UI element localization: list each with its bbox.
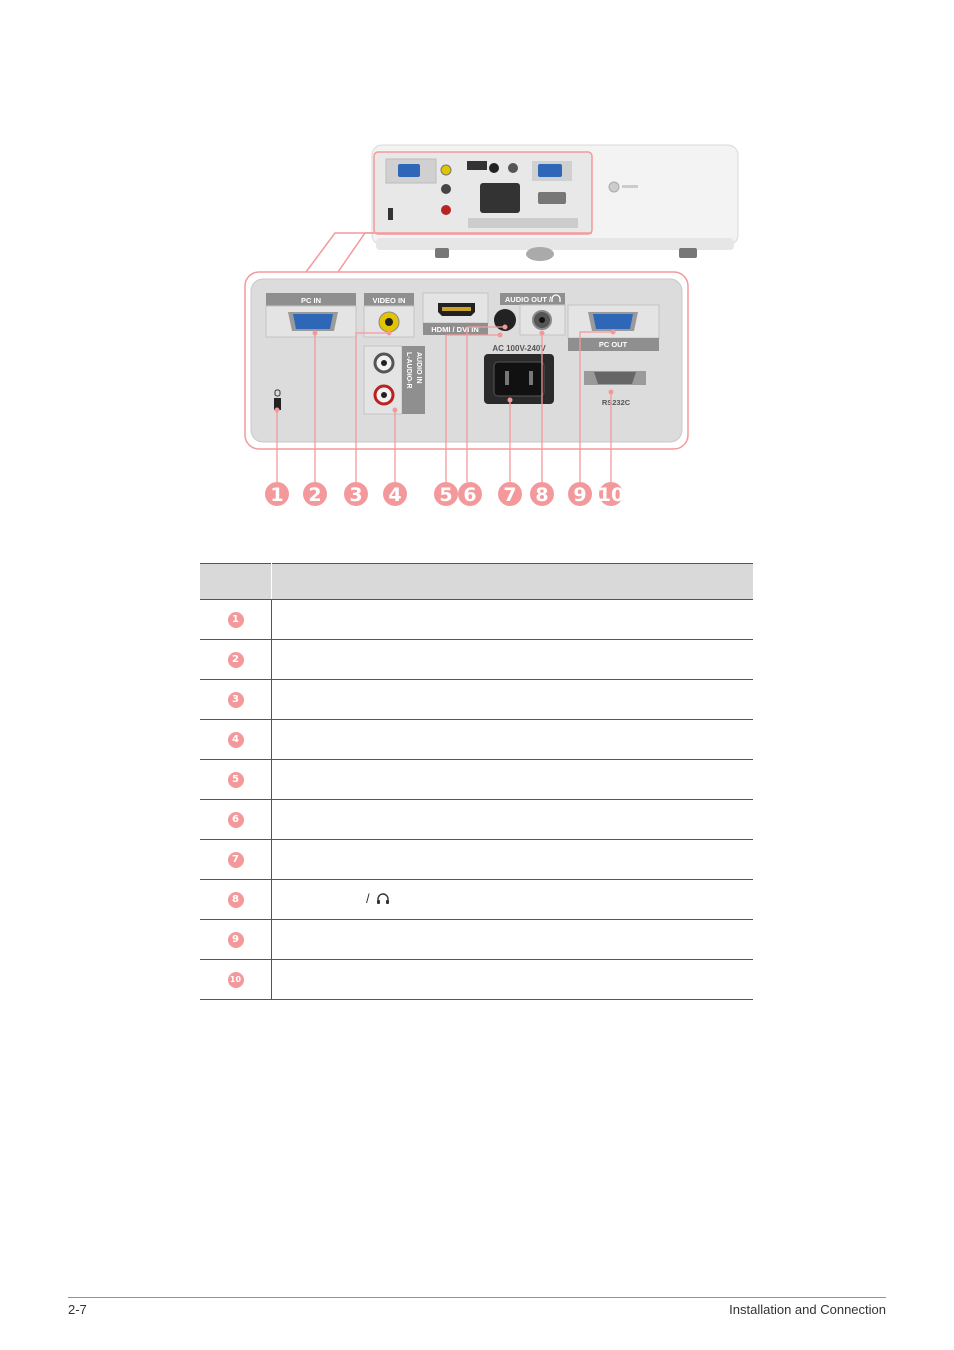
- svg-text:5: 5: [439, 484, 452, 506]
- number-badge: 6: [227, 811, 244, 828]
- table-row: 3: [200, 679, 753, 720]
- projector-panel-small: [373, 151, 593, 235]
- row-description: [271, 639, 753, 680]
- table-row: 2: [200, 639, 753, 680]
- svg-text:8: 8: [535, 484, 548, 506]
- pc-in-label: PC IN: [301, 296, 321, 305]
- callout-5: 5: [434, 482, 458, 506]
- ports-table: 1 2 3 4 5 6 7 8 /: [200, 563, 753, 1000]
- headphone-icon: [376, 892, 390, 908]
- table-row: 10: [200, 959, 753, 1000]
- number-badge: 1: [227, 611, 244, 628]
- table-row: 7: [200, 839, 753, 880]
- video-in-label: VIDEO IN: [373, 296, 406, 305]
- audio-lr-label: L-AUDIO-R: [405, 352, 412, 389]
- number-badge: 4: [227, 731, 244, 748]
- row-description: [271, 679, 753, 720]
- callout-1: 1: [265, 482, 289, 506]
- svg-text:7: 7: [503, 484, 516, 506]
- number-badge: 7: [227, 851, 244, 868]
- svg-text:1: 1: [270, 484, 283, 506]
- row-description: [271, 919, 753, 960]
- section-title: Installation and Connection: [729, 1302, 886, 1317]
- table-row: 1: [200, 599, 753, 640]
- callout-6: 6: [458, 482, 482, 506]
- svg-text:9: 9: [573, 484, 586, 506]
- pc-out-label: PC OUT: [599, 340, 628, 349]
- callout-9: 9: [568, 482, 592, 506]
- svg-text:6: 6: [463, 484, 476, 506]
- number-badge: 9: [227, 931, 244, 948]
- rs232c-label: RS232C: [602, 398, 631, 407]
- row-description: [271, 799, 753, 840]
- table-header-number: [200, 563, 272, 600]
- table-header-row: [200, 563, 753, 600]
- row-description: [271, 959, 753, 1000]
- svg-text:2: 2: [308, 484, 321, 506]
- row-description: [271, 839, 753, 880]
- number-badge: 3: [227, 691, 244, 708]
- page-number: 2-7: [68, 1302, 87, 1317]
- svg-text:4: 4: [388, 484, 401, 506]
- projector-rear-panel-figure: PC IN VIDEO IN AUDIO IN L-AUDIO-R HDMI /…: [244, 144, 739, 506]
- svg-text:10: 10: [598, 484, 624, 506]
- table-row: 9: [200, 919, 753, 960]
- callout-4: 4: [383, 482, 407, 506]
- number-badge: 8: [227, 891, 244, 908]
- row-description: [271, 599, 753, 640]
- table-header-description: [271, 563, 753, 600]
- callout-2: 2: [303, 482, 327, 506]
- svg-text:3: 3: [349, 484, 362, 506]
- hdmi-dvi-in-label: HDMI / DVI IN: [431, 325, 479, 334]
- ac-power-label: AC 100V-240V: [492, 344, 546, 353]
- row-description: [271, 719, 753, 760]
- table-row: 6: [200, 799, 753, 840]
- leader-lines: [276, 326, 613, 482]
- callout-8: 8: [530, 482, 554, 506]
- callout-3: 3: [344, 482, 368, 506]
- callout-10: 10: [598, 482, 624, 506]
- row-description: /: [366, 891, 370, 907]
- callout-7: 7: [498, 482, 522, 506]
- table-row: 5: [200, 759, 753, 800]
- audio-out-label: AUDIO OUT /: [505, 295, 552, 304]
- audio-in-label: AUDIO IN: [415, 352, 422, 384]
- number-badge: 10: [227, 971, 244, 988]
- table-row: 8 /: [200, 879, 753, 920]
- number-badge: 5: [227, 771, 244, 788]
- leader-dots: [274, 324, 616, 413]
- number-badge: 2: [227, 651, 244, 668]
- row-description: [271, 759, 753, 800]
- table-row: 4: [200, 719, 753, 760]
- footer-divider: [68, 1297, 886, 1298]
